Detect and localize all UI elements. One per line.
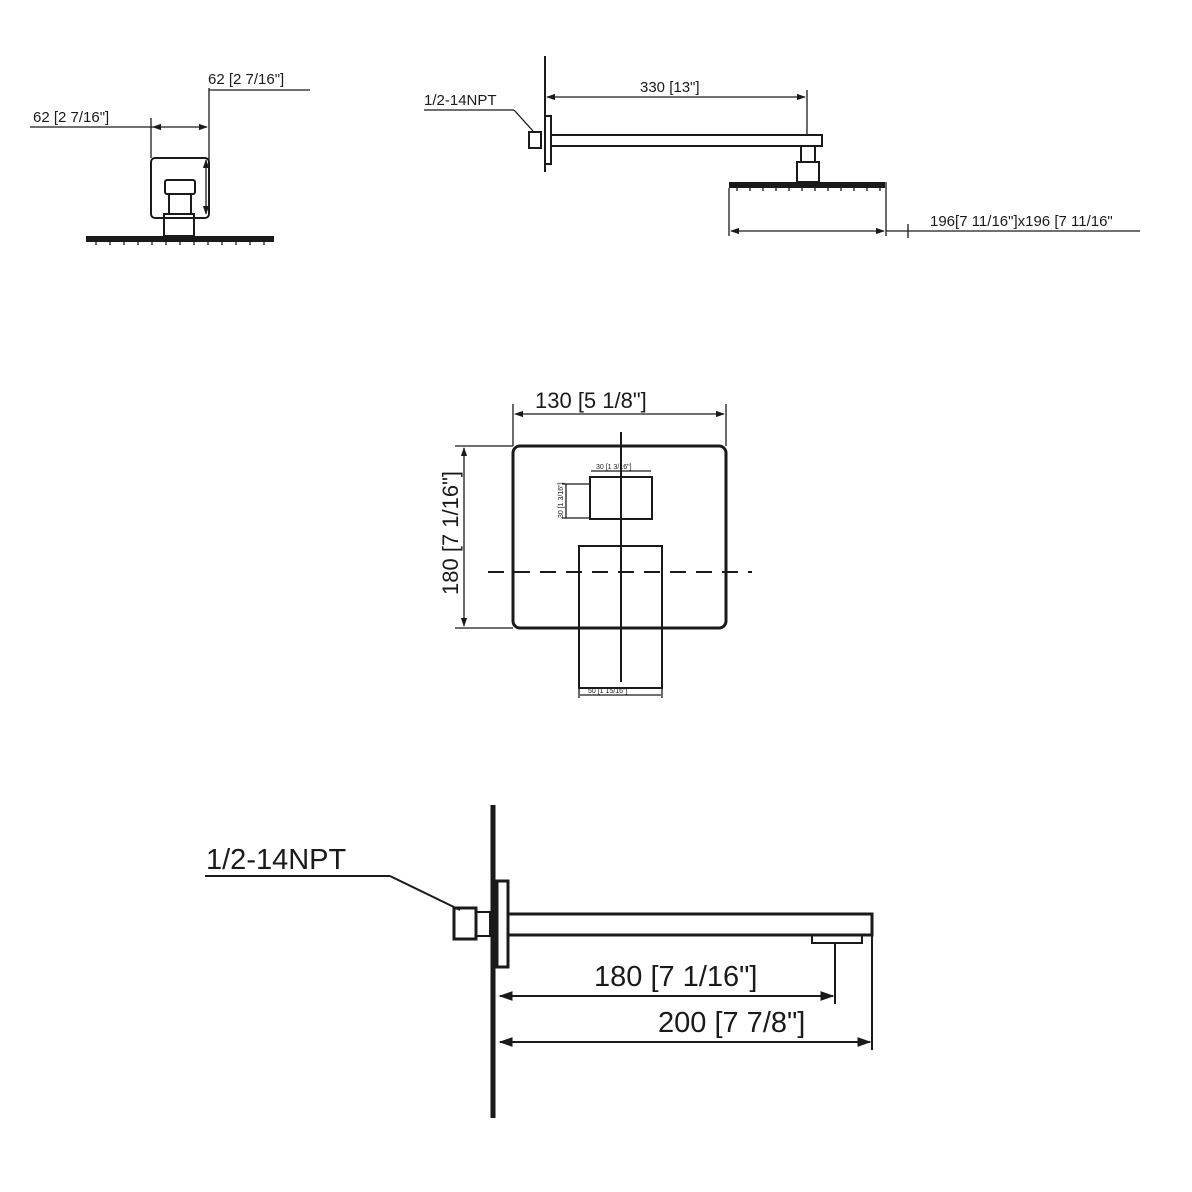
dim-label-cartridge-height: 30 [1 3/16"] (558, 482, 565, 518)
shower-head-side (729, 182, 885, 188)
spout-thread-label: 1/2-14NPT (206, 844, 347, 876)
dim-label-cartridge-width: 30 [1 3/16"] (596, 464, 632, 471)
nozzle-row-side (736, 188, 881, 191)
dim-label-arm-length: 330 [13"] (640, 79, 700, 96)
spout-nipple-collar (475, 911, 491, 937)
dim-label-depth: 62 [2 7/16"] (33, 109, 109, 126)
arm-connector (800, 145, 816, 163)
dim-label-outlet: 180 [7 1/16"] (594, 961, 757, 993)
dim-label-head-size: 196[7 11/16"]x196 [7 11/16" (930, 213, 1113, 230)
shower-head-front-view: 62 [2 7/16"] 62 [2 7/16"] (30, 71, 310, 245)
tub-spout-side-view: 1/2-14NPT 180 [7 1/16"] 200 [7 7/8"] (205, 805, 874, 1118)
dim-label-spout: 200 [7 7/8"] (658, 1007, 805, 1039)
nozzle-row (95, 242, 265, 245)
dim-label-width: 62 [2 7/16"] (208, 71, 284, 88)
shower-head-plate (86, 236, 274, 242)
dim-label-plate-width: 130 [5 1/8"] (535, 388, 647, 413)
dim-label-plate-height: 180 [7 1/16"] (438, 471, 463, 595)
shower-arm (550, 134, 823, 147)
thread-label: 1/2-14NPT (424, 92, 497, 109)
thread-leader-diag (513, 109, 534, 132)
spout-thread-nipple (452, 906, 478, 941)
shower-arm-side-view: 1/2-14NPT 330 [13"] 196[7 11/16"]x196 [7… (424, 56, 1140, 238)
thread-nipple (528, 131, 542, 149)
valve-faceplate (511, 444, 728, 630)
spout-aerator (811, 934, 863, 944)
spout-flange (495, 879, 510, 969)
wall-flange (150, 157, 210, 219)
spout-thread-leader-diag (389, 875, 461, 911)
dim-label-handle-width: 50 [1 15/16"] (588, 688, 628, 695)
swivel-nut (164, 179, 196, 195)
spout-body (506, 912, 874, 937)
swivel-ball (168, 193, 192, 215)
arm-swivel (796, 161, 820, 183)
valve-trim-front-view: 130 [5 1/8"] 180 [7 1/16"] 30 [1 3/16"] … (438, 388, 752, 698)
